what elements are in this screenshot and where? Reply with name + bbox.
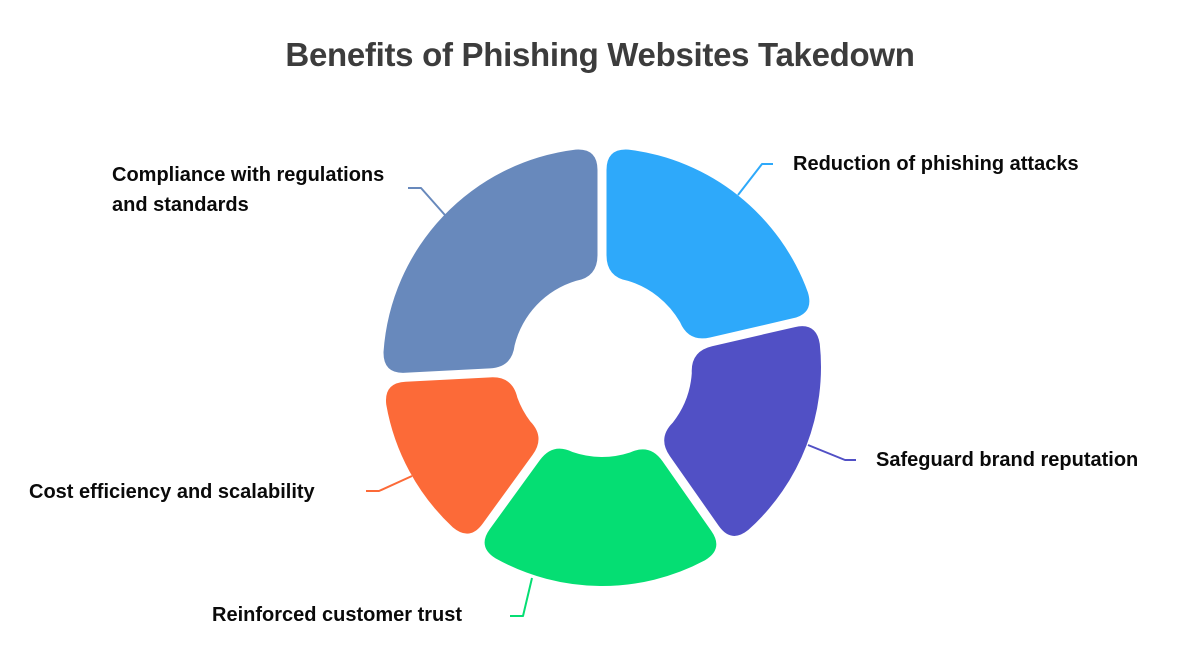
callout-line-3 — [510, 577, 533, 617]
chart-title: Benefits of Phishing Websites Takedown — [285, 36, 915, 73]
callout-line-2 — [807, 444, 856, 461]
donut-segment-5 — [383, 149, 598, 373]
callout-line-4 — [366, 475, 413, 492]
callout-line-5 — [408, 187, 453, 224]
callout-line-1 — [737, 163, 773, 196]
segment-label-reinforced-customer-trust: Reinforced customer trust — [212, 604, 463, 626]
segment-label-reduction-of-phishing-attacks: Reduction of phishing attacks — [793, 153, 1079, 175]
donut-segment-1 — [606, 149, 810, 339]
segment-label-compliance-with-regulations-and-standards: Compliance with regulations and standard… — [112, 164, 385, 216]
segment-label-cost-efficiency-and-scalability: Cost efficiency and scalability — [29, 481, 315, 503]
donut-segment-2 — [664, 326, 821, 536]
segment-label-safeguard-brand-reputation: Safeguard brand reputation — [876, 449, 1139, 471]
donut-segment-4 — [385, 377, 539, 534]
donut-segment-3 — [484, 448, 717, 587]
